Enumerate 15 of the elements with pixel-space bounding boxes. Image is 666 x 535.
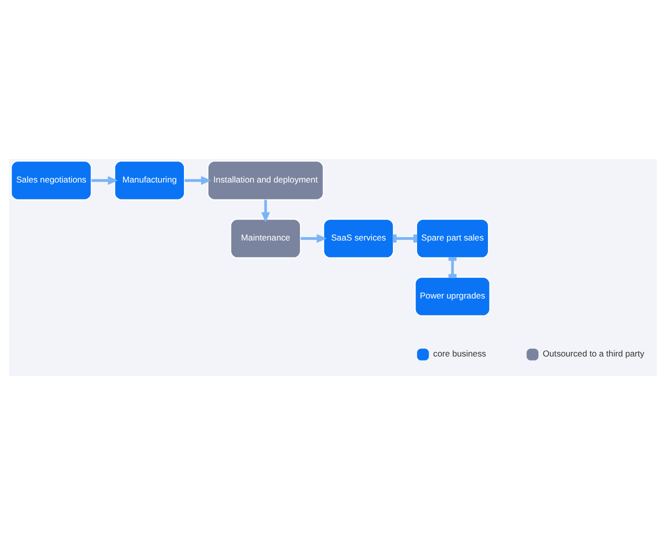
node-box: Sales negotiations [10, 160, 92, 200]
legend-label: Outsourced to a third party [542, 348, 644, 359]
connector [448, 257, 457, 278]
node-box: Power uprgrades [414, 276, 490, 316]
legend-label: core business [433, 348, 486, 359]
node-box: SaaS services [323, 218, 394, 258]
node-box: Maintenance [230, 218, 302, 258]
connector [392, 234, 418, 243]
arrow [91, 176, 118, 185]
node-box: Manufacturing [114, 160, 186, 200]
node-box: Spare part sales [416, 218, 490, 258]
node-box: Installation and deployment [207, 160, 324, 200]
arrow [184, 176, 212, 185]
arrow [261, 200, 270, 222]
arrow [300, 234, 327, 243]
